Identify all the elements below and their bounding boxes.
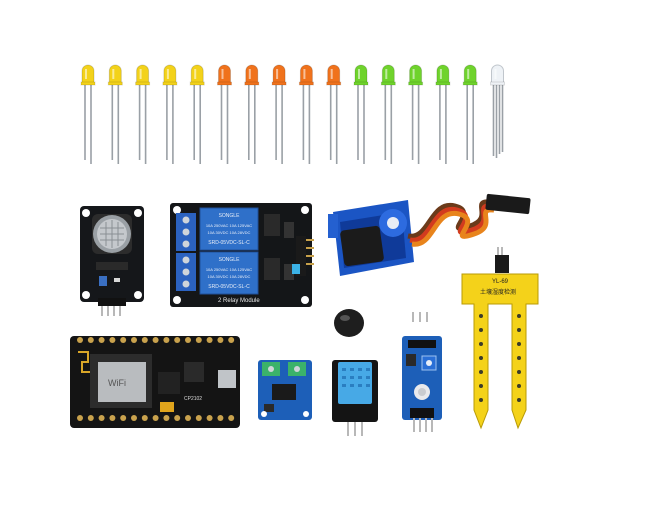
led-row (80, 64, 505, 164)
esp-header-pin (228, 415, 235, 421)
ir-receiver (334, 309, 364, 337)
esp-header-pin (185, 337, 191, 343)
led-yellow-3 (135, 64, 151, 164)
motor-driver-module (258, 360, 312, 420)
relay-brand-1: SONGLE (219, 213, 241, 219)
esp-header-pin (109, 415, 116, 421)
led-green-15 (462, 64, 478, 164)
esp-header-pin (195, 337, 202, 343)
led-orange-10 (326, 64, 342, 164)
relay-rating-1a: 10A 250VAC 10A 125VAC (206, 223, 252, 228)
esp-header-pin (163, 415, 170, 421)
dht-sensor-module (332, 360, 378, 436)
esp-header-pin (77, 415, 83, 421)
moisture-model-label: YL-69 (492, 279, 509, 285)
esp-header-pin (98, 337, 105, 343)
esp-header-pin (228, 337, 235, 343)
soil-moisture-probe: YL-69 土壤湿度检测 (461, 247, 539, 430)
esp-header-pin (87, 337, 94, 343)
moisture-silk-label: 土壤湿度检测 (480, 288, 516, 296)
led-green-11 (353, 64, 369, 164)
esp-silk-label: CP2102 (184, 396, 202, 402)
esp-wifi-chip-label: WiFi (108, 378, 126, 388)
esp-header-pin (141, 415, 148, 421)
esp-header-pin (120, 337, 127, 343)
esp-header-pin (174, 337, 181, 343)
led-yellow-2 (107, 64, 123, 164)
led-green-12 (380, 64, 396, 164)
relay-rating-2b: 10A 30VDC 10A 28VDC (208, 274, 251, 279)
led-yellow-4 (162, 64, 178, 164)
esp-header-pin (174, 415, 181, 421)
led-orange-8 (271, 64, 287, 164)
relay-model-1: SRD-05VDC-SL-C (208, 240, 250, 246)
esp-header-pin (131, 337, 137, 343)
led-orange-6 (217, 64, 232, 164)
esp-header-pin (87, 415, 94, 421)
led-yellow-1 (80, 64, 96, 164)
led-orange-7 (244, 64, 260, 164)
esp-header-pin (163, 337, 170, 343)
esp-header-pin (131, 415, 137, 421)
led-orange-9 (298, 64, 314, 164)
esp-header-pin (217, 337, 224, 343)
esp-header-pin (185, 415, 191, 421)
esp-header-pin (141, 337, 148, 343)
servo-motor (328, 193, 531, 276)
led-green-13 (408, 64, 424, 164)
relay-model-2: SRD-05VDC-SL-C (208, 284, 250, 290)
esp-header-pin (152, 415, 159, 421)
relay-brand-2: SONGLE (219, 257, 241, 263)
esp-header-pin (206, 337, 213, 343)
relay-rating-1b: 10A 30VDC 10A 28VDC (208, 230, 251, 235)
esp-header-pin (217, 415, 224, 421)
led-clear-16 (490, 64, 505, 158)
esp-header-pin (109, 337, 116, 343)
esp-header-pin (152, 337, 159, 343)
relay-rating-2a: 10A 250VAC 10A 125VAC (206, 267, 252, 272)
esp-header-pin (77, 337, 83, 343)
relay-silk-label: 2 Relay Module (218, 298, 260, 304)
nodemcu-esp8266-board: WiFi CP2102 (70, 336, 240, 428)
esp-header-pin (206, 415, 213, 421)
esp-header-pin (195, 415, 202, 421)
sensor-module-blue (402, 312, 442, 432)
relay-module: SONGLE 10A 250VAC 10A 125VAC 10A 30VDC 1… (170, 203, 314, 307)
gas-sensor-module (80, 206, 144, 316)
esp-header-pin (98, 415, 105, 421)
esp-header-pin (120, 415, 127, 421)
led-green-14 (435, 64, 451, 164)
led-yellow-5 (189, 64, 205, 164)
